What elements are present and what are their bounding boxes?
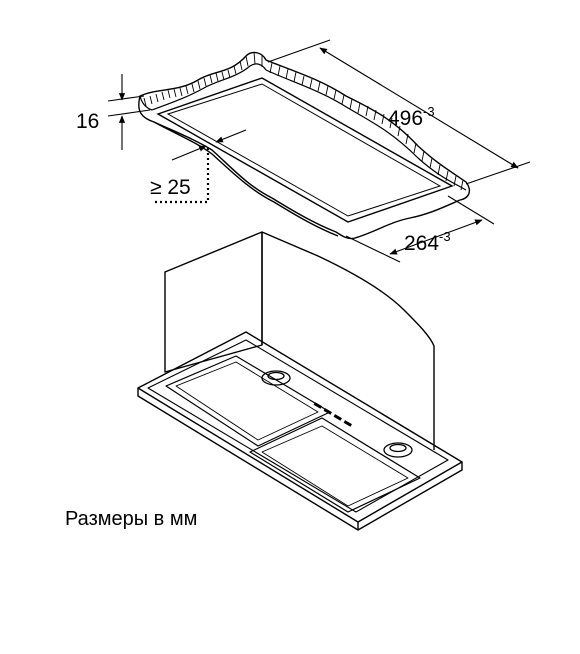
gap-dimension — [155, 129, 247, 204]
frame-inner — [147, 339, 449, 513]
housing-left-wall — [164, 231, 263, 373]
width-arrow — [389, 219, 483, 255]
panel-front-edge — [153, 121, 339, 237]
length-arrow — [319, 47, 519, 169]
frame-outer — [137, 331, 463, 523]
lamps — [261, 370, 413, 458]
cutout-outer — [156, 77, 454, 223]
width-label: 264-3 — [404, 229, 451, 255]
caption: Размеры в мм — [65, 508, 198, 530]
control-button — [323, 408, 332, 415]
panel-outline — [138, 51, 471, 240]
control-button — [343, 420, 352, 427]
thickness-label: 16 — [76, 110, 99, 133]
width-dimension — [345, 195, 495, 263]
panel-thickness-right — [265, 69, 467, 191]
thickness-dimension — [107, 74, 151, 150]
panel-thickness-left — [139, 63, 267, 111]
ceiling-panel — [138, 51, 471, 240]
gap-label: ≥ 25 — [150, 176, 191, 199]
filter-panel-front — [249, 417, 421, 513]
hood-unit — [137, 231, 463, 531]
cutout-inner — [166, 83, 442, 217]
housing-right-wall — [261, 231, 435, 450]
control-panel — [313, 402, 352, 427]
control-button — [333, 414, 342, 421]
lamp-left-icon — [261, 370, 291, 386]
lamp-right-icon — [383, 442, 413, 458]
length-label: 496-3 — [388, 104, 435, 130]
control-button — [313, 402, 322, 409]
length-dimension — [267, 39, 531, 185]
